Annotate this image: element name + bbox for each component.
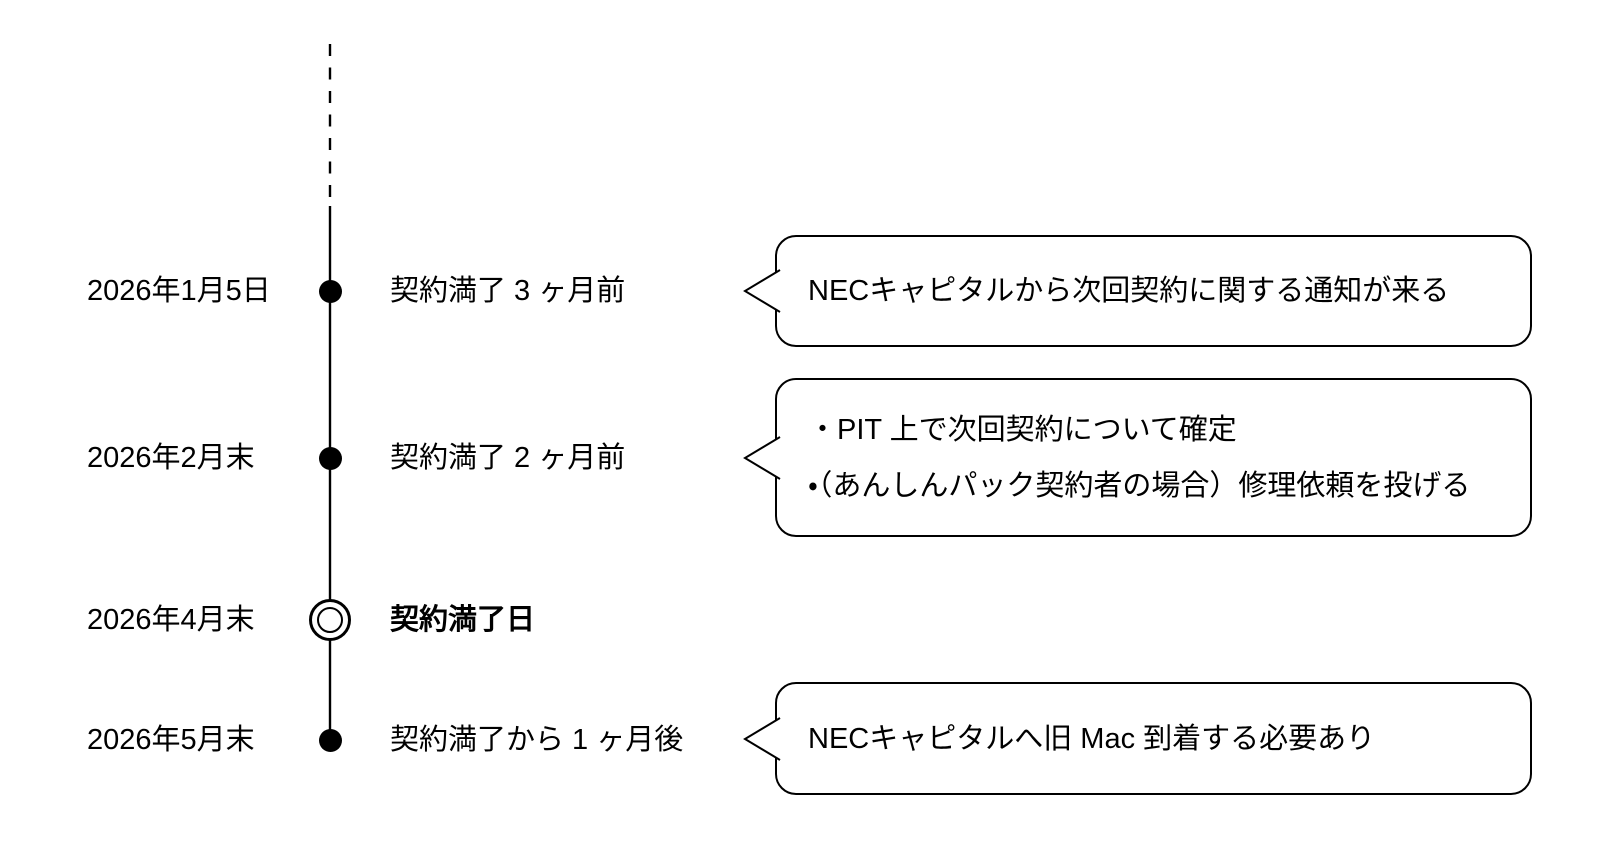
callout-tail-icon — [743, 435, 781, 480]
callout-bubble: NECキャピタルから次回契約に関する通知が来る — [743, 235, 1532, 347]
callout-tail-icon — [743, 269, 781, 313]
timeline-date: 2026年2月末 — [87, 442, 255, 474]
timeline-label: 契約満了から 1 ヶ月後 — [390, 724, 684, 756]
callout-bubble: ・PIT 上で次回契約について確定 ・（あんしんパック契約者の場合）修理依頼を投… — [743, 378, 1532, 537]
callout-text: NECキャピタルから次回契約に関する通知が来る — [808, 275, 1450, 307]
callout-bubble: NECキャピタルへ旧 Mac 到着する必要あり — [743, 682, 1532, 795]
milestone-double-circle-icon — [309, 599, 351, 641]
double-circle-inner-ring — [317, 607, 343, 633]
milestone-dot-icon — [318, 279, 342, 303]
callout-text: ・（あんしんパック契約者の場合）修理依頼を投げる — [808, 469, 1471, 502]
milestone-dot-icon — [318, 446, 342, 470]
callout-text: ・PIT 上で次回契約について確定 — [808, 413, 1237, 446]
timeline-label: 契約満了日 — [390, 604, 536, 636]
milestone-dot-icon — [318, 728, 342, 752]
callout-tail-icon — [743, 716, 781, 761]
timeline-date: 2026年4月末 — [87, 604, 255, 636]
timeline-date: 2026年1月5日 — [87, 275, 271, 307]
timeline-label: 契約満了 2 ヶ月前 — [390, 442, 626, 474]
timeline-label: 契約満了 3 ヶ月前 — [390, 275, 626, 307]
callout-text: NECキャピタルへ旧 Mac 到着する必要あり — [808, 722, 1376, 755]
timeline-date: 2026年5月末 — [87, 724, 255, 756]
